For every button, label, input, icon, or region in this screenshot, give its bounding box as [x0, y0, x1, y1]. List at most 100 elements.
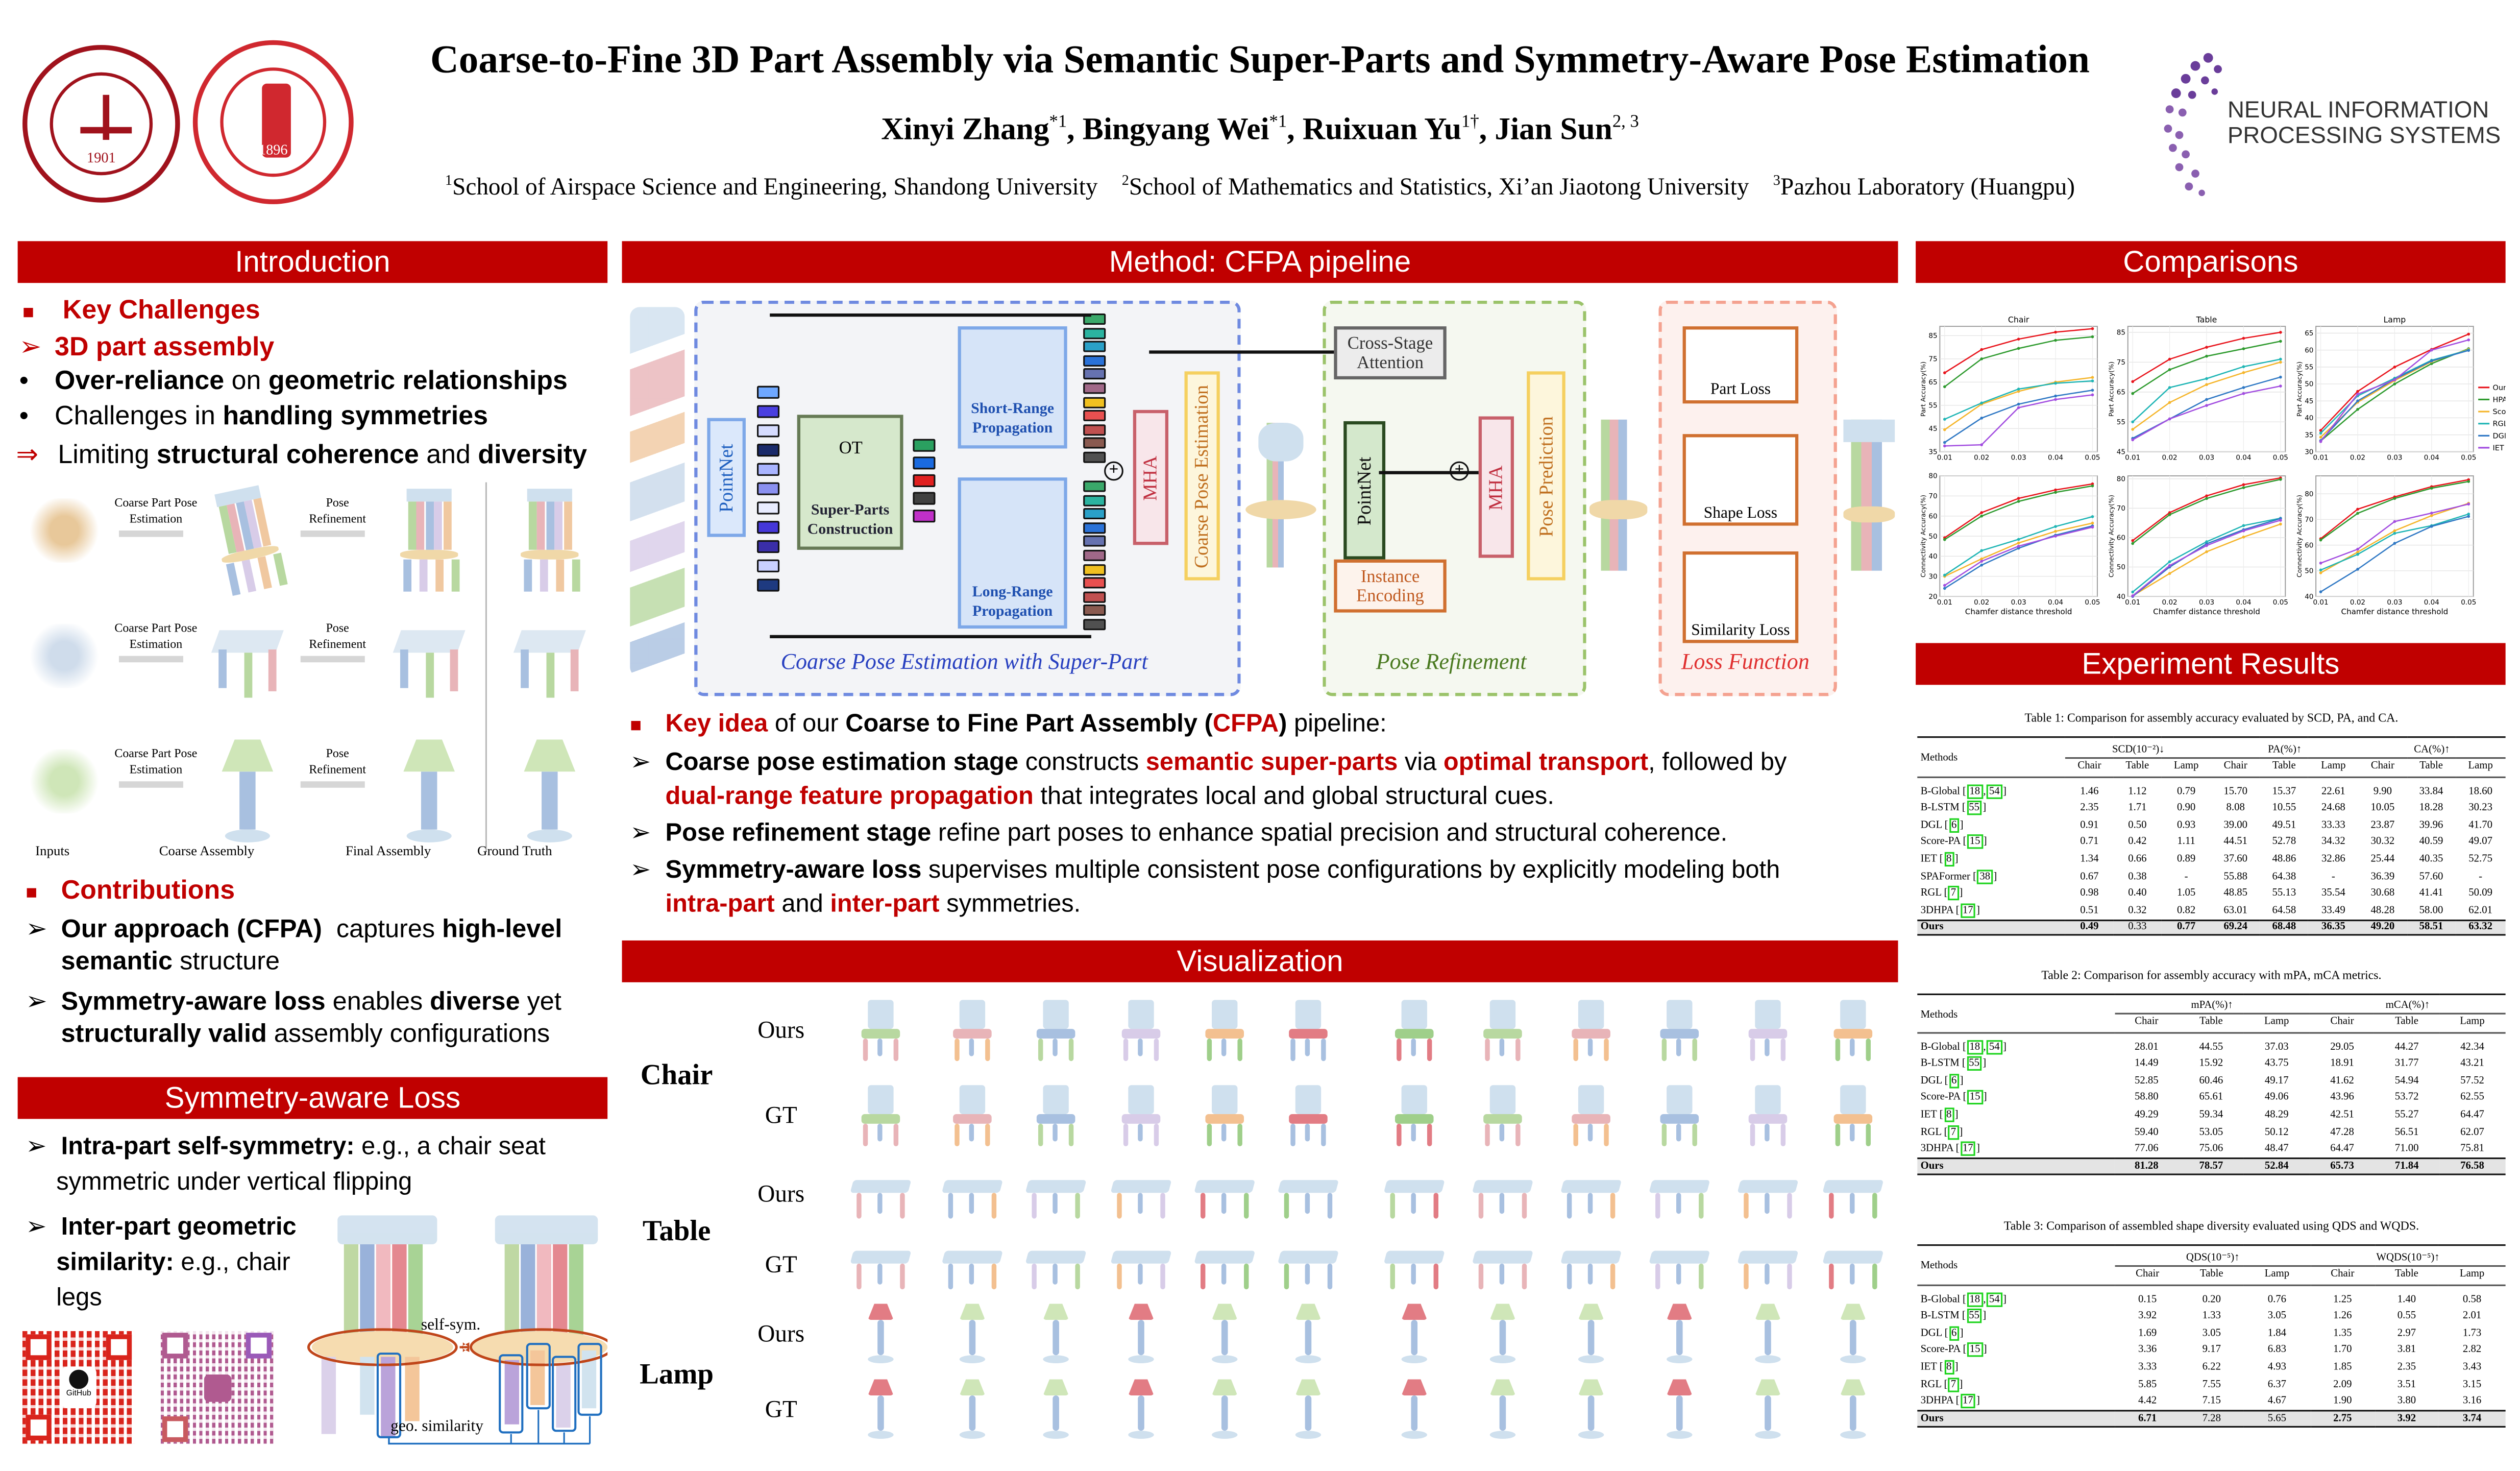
value-cell: 78.57 [2179, 1157, 2244, 1175]
value-cell: 41.41 [2419, 887, 2443, 899]
citation-link[interactable]: 55 [1966, 801, 1982, 815]
citation-link[interactable]: 8 [1944, 1360, 1954, 1374]
text-segment: symmetries. [939, 890, 1081, 918]
step-arrow-icon [118, 781, 183, 788]
table-render [1467, 1232, 1538, 1296]
text-segment: that integrates local and global structu… [1033, 783, 1554, 810]
value-cell: - [2479, 871, 2483, 882]
value-cell: 0.66 [2128, 853, 2147, 865]
citation-link[interactable]: 54 [1987, 784, 2002, 799]
chair-render [1273, 1082, 1344, 1146]
logo-year: 1901 [87, 149, 116, 166]
y-tick-label: 65 [1928, 378, 1937, 387]
value-cell: 1.35 [2333, 1328, 2352, 1339]
legend-label: IET [2492, 444, 2504, 452]
value-cell: 1.33 [2202, 1310, 2221, 1322]
logo-year: 1896 [258, 141, 288, 158]
citation-link[interactable]: 55 [1966, 1056, 1982, 1071]
data-point-iet [2205, 404, 2208, 407]
text-segment: Symmetry-aware loss [665, 857, 922, 884]
affiliation-sup: 3 [1773, 172, 1780, 188]
feature-token [1083, 355, 1106, 367]
category-label: Lamp [640, 1357, 714, 1389]
value-cell: 1.46 [2080, 785, 2099, 797]
citation-link[interactable]: 7 [1948, 1124, 1959, 1139]
rich-text: symmetric under vertical flipping [56, 1169, 412, 1196]
lamp-render [1818, 1376, 1889, 1440]
value-cell: 36.35 [2308, 919, 2359, 936]
data-point-dgl [2430, 359, 2433, 363]
citation-link[interactable]: 6 [1949, 1325, 1960, 1341]
value-cell: 0.40 [2128, 887, 2147, 899]
propagated-feature-tokens [1083, 313, 1106, 631]
data-point-score [2205, 383, 2208, 387]
citation-link[interactable]: 54 [1987, 1039, 2002, 1054]
value-cell: 75.06 [2199, 1143, 2223, 1155]
citation-link[interactable]: 54 [1987, 1292, 2002, 1307]
value-cell: 77.06 [2134, 1143, 2159, 1155]
citation-link[interactable]: 17 [1960, 1394, 1976, 1409]
value-cell: 43.75 [2264, 1058, 2289, 1070]
citation-link[interactable]: 18 [1967, 1039, 1983, 1054]
citation-link[interactable]: 18 [1967, 784, 1983, 799]
mha-block-1: MHA [1133, 409, 1169, 545]
experiment-results-header: Experiment Results [1916, 643, 2506, 685]
arrow-bullet-icon: ➢ [630, 819, 651, 848]
citation-link[interactable]: 15 [1967, 1090, 1983, 1105]
value-cell: 47.28 [2330, 1126, 2354, 1138]
symmetry-loss-header: Symmetry-aware Loss [17, 1077, 608, 1119]
value-cell: 41.62 [2330, 1075, 2354, 1087]
citation-link[interactable]: 8 [1944, 1107, 1954, 1122]
legend-label: Ours [2492, 384, 2505, 392]
dot-bullet-icon: • [19, 402, 29, 431]
citation-link[interactable]: 17 [1960, 903, 1976, 918]
value-cell: 0.93 [2176, 819, 2196, 831]
figure-caption: Final Assembly [345, 842, 431, 859]
citation-link[interactable]: 18 [1967, 1292, 1983, 1307]
method-name: B-Global [1920, 1293, 1960, 1305]
citation-link[interactable]: 7 [1948, 1377, 1959, 1392]
key-idea-line: dual-range feature propagation that inte… [666, 783, 1554, 812]
citation-link[interactable]: 7 [1948, 886, 1959, 901]
value-cell: 48.28 [2370, 904, 2395, 916]
citation-link[interactable]: 38 [1977, 869, 1993, 884]
feature-token [756, 540, 780, 553]
text-segment: Coarse to Fine Part Assembly ( [845, 710, 1213, 738]
value-cell: 42.34 [2460, 1041, 2484, 1053]
citation-link[interactable]: 15 [1967, 1343, 1983, 1358]
wechat-qr-code[interactable] [160, 1331, 274, 1444]
feature-token [1083, 522, 1106, 534]
data-point-ours [2205, 494, 2208, 497]
citation-link[interactable]: 55 [1966, 1309, 1982, 1323]
value-cell: 49.17 [2264, 1075, 2289, 1087]
citation-link[interactable]: 15 [1967, 835, 1983, 850]
citation-link[interactable]: 6 [1949, 1073, 1960, 1088]
data-point-hpa [2168, 368, 2171, 371]
value-cell: 53.05 [2199, 1126, 2223, 1138]
author-sup: 1† [1461, 112, 1479, 132]
value-cell: 14.49 [2134, 1058, 2159, 1070]
lamp-render [1467, 1376, 1538, 1440]
lamp-render [1189, 1376, 1260, 1440]
data-point-rgl [2393, 532, 2396, 535]
citation-link[interactable]: 8 [1944, 852, 1954, 866]
y-tick-label: 65 [2117, 389, 2125, 397]
x-tick-label: 0.05 [2085, 453, 2100, 462]
value-cell: 40.59 [2419, 836, 2443, 848]
feature-token [1083, 619, 1106, 631]
y-tick-label: 45 [2305, 397, 2313, 405]
method-name: Score-PA [1920, 1092, 1961, 1104]
column-header: Chair [2211, 757, 2260, 778]
rich-text: Key Challenges [63, 296, 260, 325]
text-segment: Coarse pose estimation stage [665, 749, 1019, 777]
citation-link[interactable]: 17 [1960, 1141, 1976, 1156]
github-qr-code[interactable]: GitHub [22, 1331, 135, 1444]
value-cell: 33.84 [2419, 785, 2443, 797]
stage3-caption: Loss Function [1681, 651, 1809, 676]
citation-link[interactable]: 6 [1949, 817, 1960, 833]
data-point-dgl [2356, 399, 2359, 403]
